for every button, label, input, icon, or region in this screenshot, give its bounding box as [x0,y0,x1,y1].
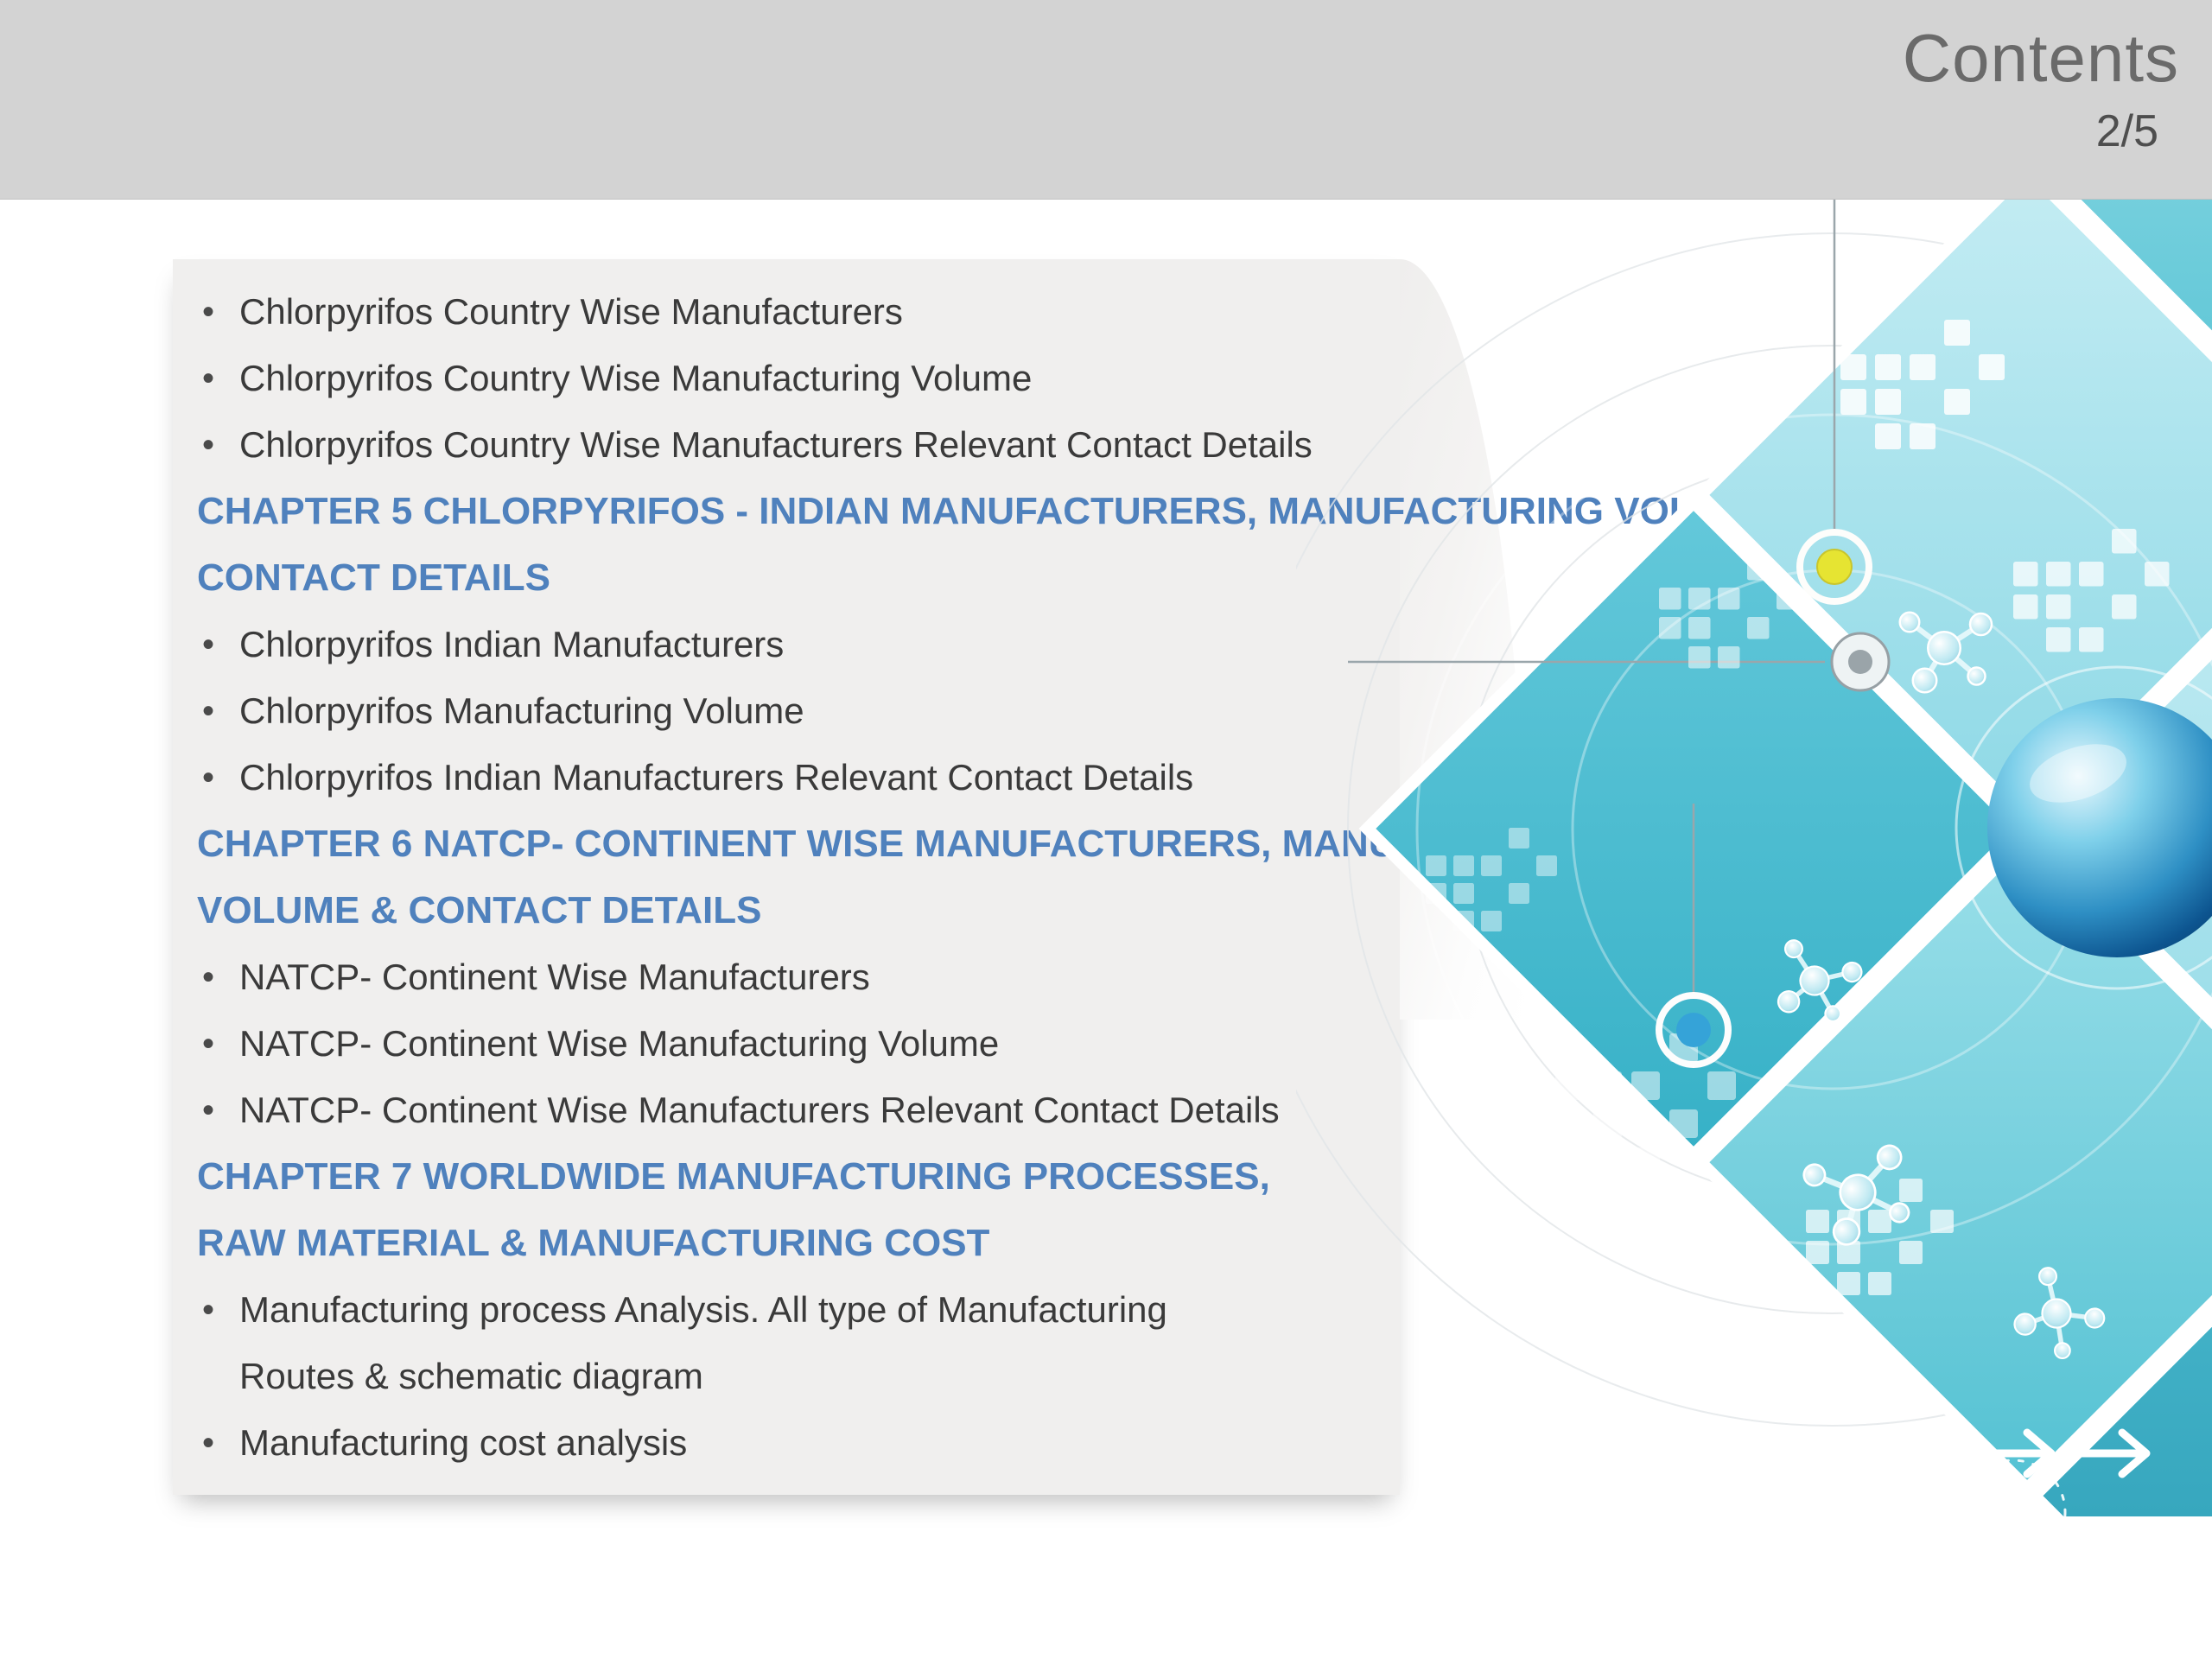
bullet-icon [202,759,214,795]
toc-list: Chlorpyrifos Country Wise Manufacturers … [173,278,1815,1476]
toc-item: Manufacturing process Analysis. All type… [173,1276,1815,1343]
bullet-icon [202,1424,214,1460]
chapter-heading-text: VOLUME & CONTACT DETAILS [197,888,762,931]
chapter-heading-text: RAW MATERIAL & MANUFACTURING COST [197,1221,990,1264]
toc-item: Chlorpyrifos Manufacturing Volume [173,677,1815,744]
bullet-icon [202,1025,214,1061]
toc-item: Manufacturing cost analysis [173,1409,1815,1476]
toc-item-text: Chlorpyrifos Manufacturing Volume [239,690,804,731]
toc-item: NATCP- Continent Wise Manufacturing Volu… [173,1010,1815,1077]
bullet-icon [202,1091,214,1128]
toc-item-continuation: Routes & schematic diagram [173,1343,1815,1409]
chapter-heading-text: CHAPTER 7 WORLDWIDE MANUFACTURING PROCES… [197,1154,1270,1198]
bullet-icon [202,626,214,662]
toc-chapter-heading: VOLUME & CONTACT DETAILS [173,877,1815,944]
toc-item: Chlorpyrifos Country Wise Manufacturers [173,278,1815,345]
connector-lines [1348,199,1836,994]
chapter-heading-text: CONTACT DETAILS [197,556,550,599]
slide-title: Contents [1902,20,2179,96]
yellow-node-icon [1796,529,1872,605]
toc-item-text: Chlorpyrifos Country Wise Manufacturing … [239,357,1033,398]
toc-item: NATCP- Continent Wise Manufacturers Rele… [173,1077,1815,1143]
sphere-icon [1955,665,2212,990]
toc-chapter-heading: CONTACT DETAILS [173,544,1815,611]
chapter-heading-text: CHAPTER 5 CHLORPYRIFOS - INDIAN MANUFACT… [197,489,1815,532]
toc-item: Chlorpyrifos Country Wise Manufacturing … [173,345,1815,411]
toc-item-text: Routes & schematic diagram [239,1355,703,1396]
bullet-icon [202,1291,214,1327]
bullet-icon [202,293,214,329]
toc-item-text: NATCP- Continent Wise Manufacturing Volu… [239,1022,1000,1064]
toc-item-text: Chlorpyrifos Indian Manufacturers [239,623,785,664]
toc-item: Chlorpyrifos Country Wise Manufacturers … [173,411,1815,478]
bullet-icon [202,958,214,995]
decorative-tech-graphic [1296,199,2212,1516]
bullet-icon [202,359,214,396]
toc-item-text: Chlorpyrifos Indian Manufacturers Releva… [239,756,1194,798]
toc-chapter-heading: CHAPTER 7 WORLDWIDE MANUFACTURING PROCES… [173,1143,1815,1210]
toc-item-text: NATCP- Continent Wise Manufacturers [239,956,870,997]
ring-node-icon [1830,632,1891,692]
toc-item-text: Manufacturing process Analysis. All type… [239,1288,1167,1330]
page-indicator: 2/5 [2095,106,2158,156]
blue-node-icon [1656,992,1732,1068]
toc-item-text: Chlorpyrifos Country Wise Manufacturers … [239,423,1313,465]
toc-item-text: NATCP- Continent Wise Manufacturers Rele… [239,1089,1280,1130]
toc-chapter-heading: CHAPTER 5 CHLORPYRIFOS - INDIAN MANUFACT… [173,478,1815,544]
toc-chapter-heading: RAW MATERIAL & MANUFACTURING COST [173,1210,1815,1276]
toc-item: Chlorpyrifos Indian Manufacturers [173,611,1815,677]
toc-item: NATCP- Continent Wise Manufacturers [173,944,1815,1010]
toc-item: Chlorpyrifos Indian Manufacturers Releva… [173,744,1815,810]
header-band: Contents 2/5 [0,0,2212,200]
toc-item-text: Manufacturing cost analysis [239,1421,688,1463]
forward-arrows-icon [1960,1428,2151,1516]
bullet-icon [202,426,214,462]
bullet-icon [202,692,214,728]
toc-item-text: Chlorpyrifos Country Wise Manufacturers [239,290,903,332]
